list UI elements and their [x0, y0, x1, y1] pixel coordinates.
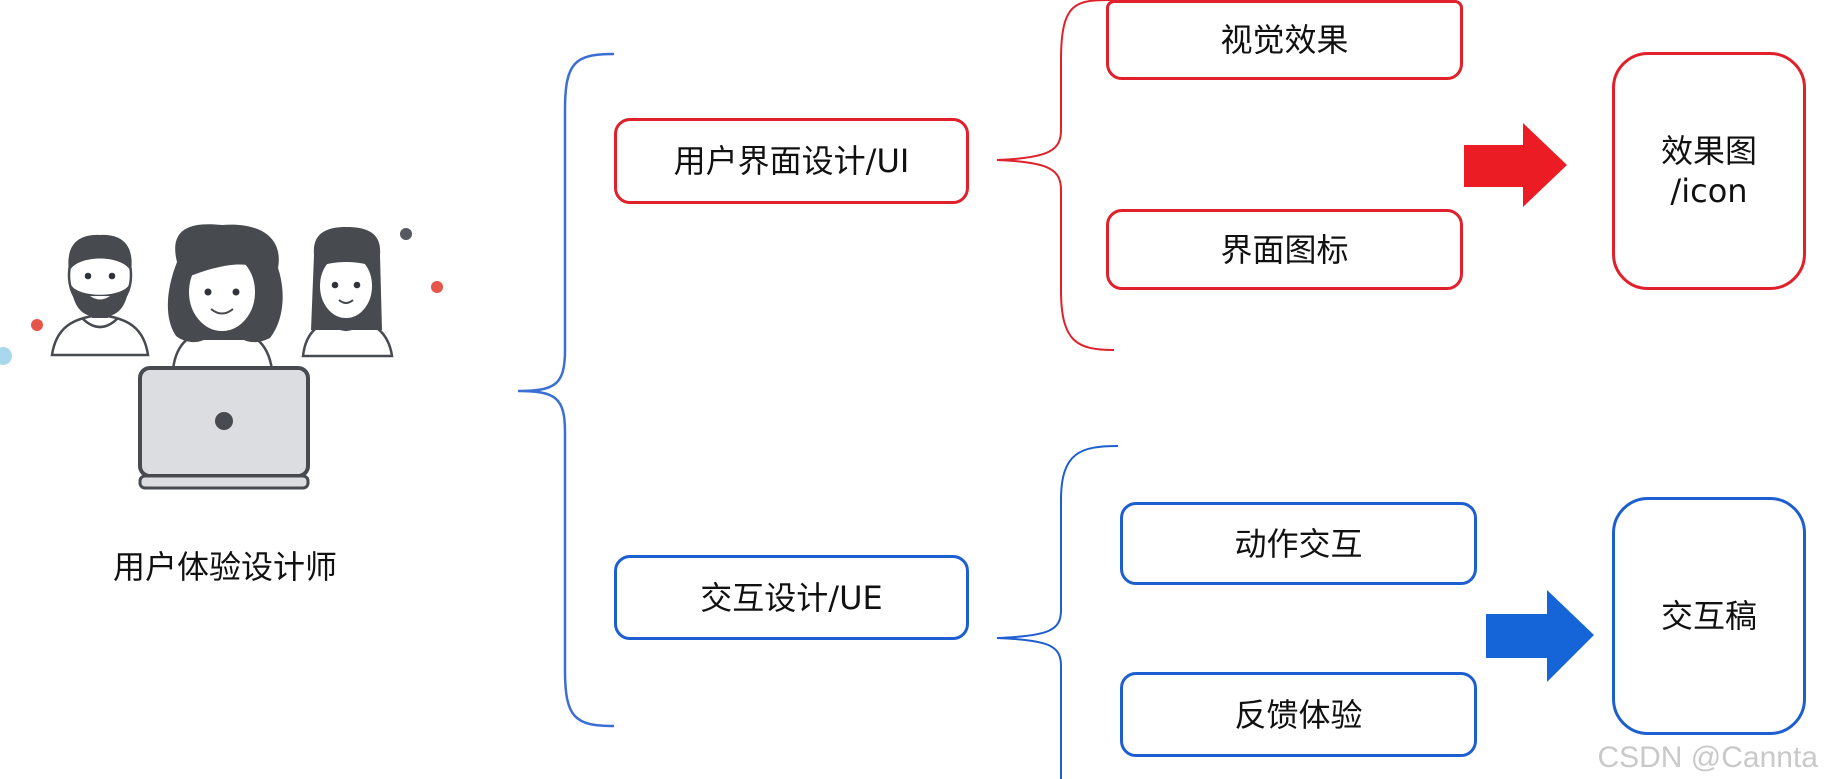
center-woman-avatar-icon: [167, 224, 283, 372]
ui-brace-icon: [996, 0, 1115, 351]
ue-child-label: 动作交互: [1234, 524, 1363, 563]
ue-branch-box: 交互设计/UE: [614, 555, 969, 640]
ue-child-box: 反馈体验: [1120, 672, 1477, 757]
woman-avatar-icon: [301, 227, 394, 358]
ui-branch-label: 用户界面设计/UI: [673, 142, 910, 180]
ui-child-box: 界面图标: [1106, 209, 1463, 290]
root-brace-icon: [517, 52, 615, 728]
watermark: CSDN @Cannta: [1597, 741, 1818, 774]
ue-brace-icon: [996, 445, 1119, 779]
ui-child-box: 视觉效果: [1106, 0, 1463, 80]
designer-team-illustration: [0, 224, 443, 490]
ue-result-label: 交互稿: [1660, 597, 1757, 635]
laptop-icon: [138, 366, 310, 490]
role-title: 用户体验设计师: [112, 548, 337, 586]
ui-result-box: 效果图 /icon: [1612, 52, 1806, 290]
ui-result-label: 效果图 /icon: [1660, 132, 1757, 210]
ui-child-label: 界面图标: [1220, 230, 1349, 269]
man-avatar-icon: [50, 234, 150, 357]
red-arrow-icon: [1464, 123, 1567, 207]
blue-arrow-icon: [1486, 590, 1594, 682]
ue-result-box: 交互稿: [1612, 497, 1806, 735]
ue-child-label: 反馈体验: [1234, 695, 1363, 734]
ui-child-label: 视觉效果: [1220, 21, 1349, 59]
ue-branch-label: 交互设计/UE: [700, 578, 883, 617]
ui-branch-box: 用户界面设计/UI: [614, 118, 969, 204]
ue-child-box: 动作交互: [1120, 502, 1477, 585]
